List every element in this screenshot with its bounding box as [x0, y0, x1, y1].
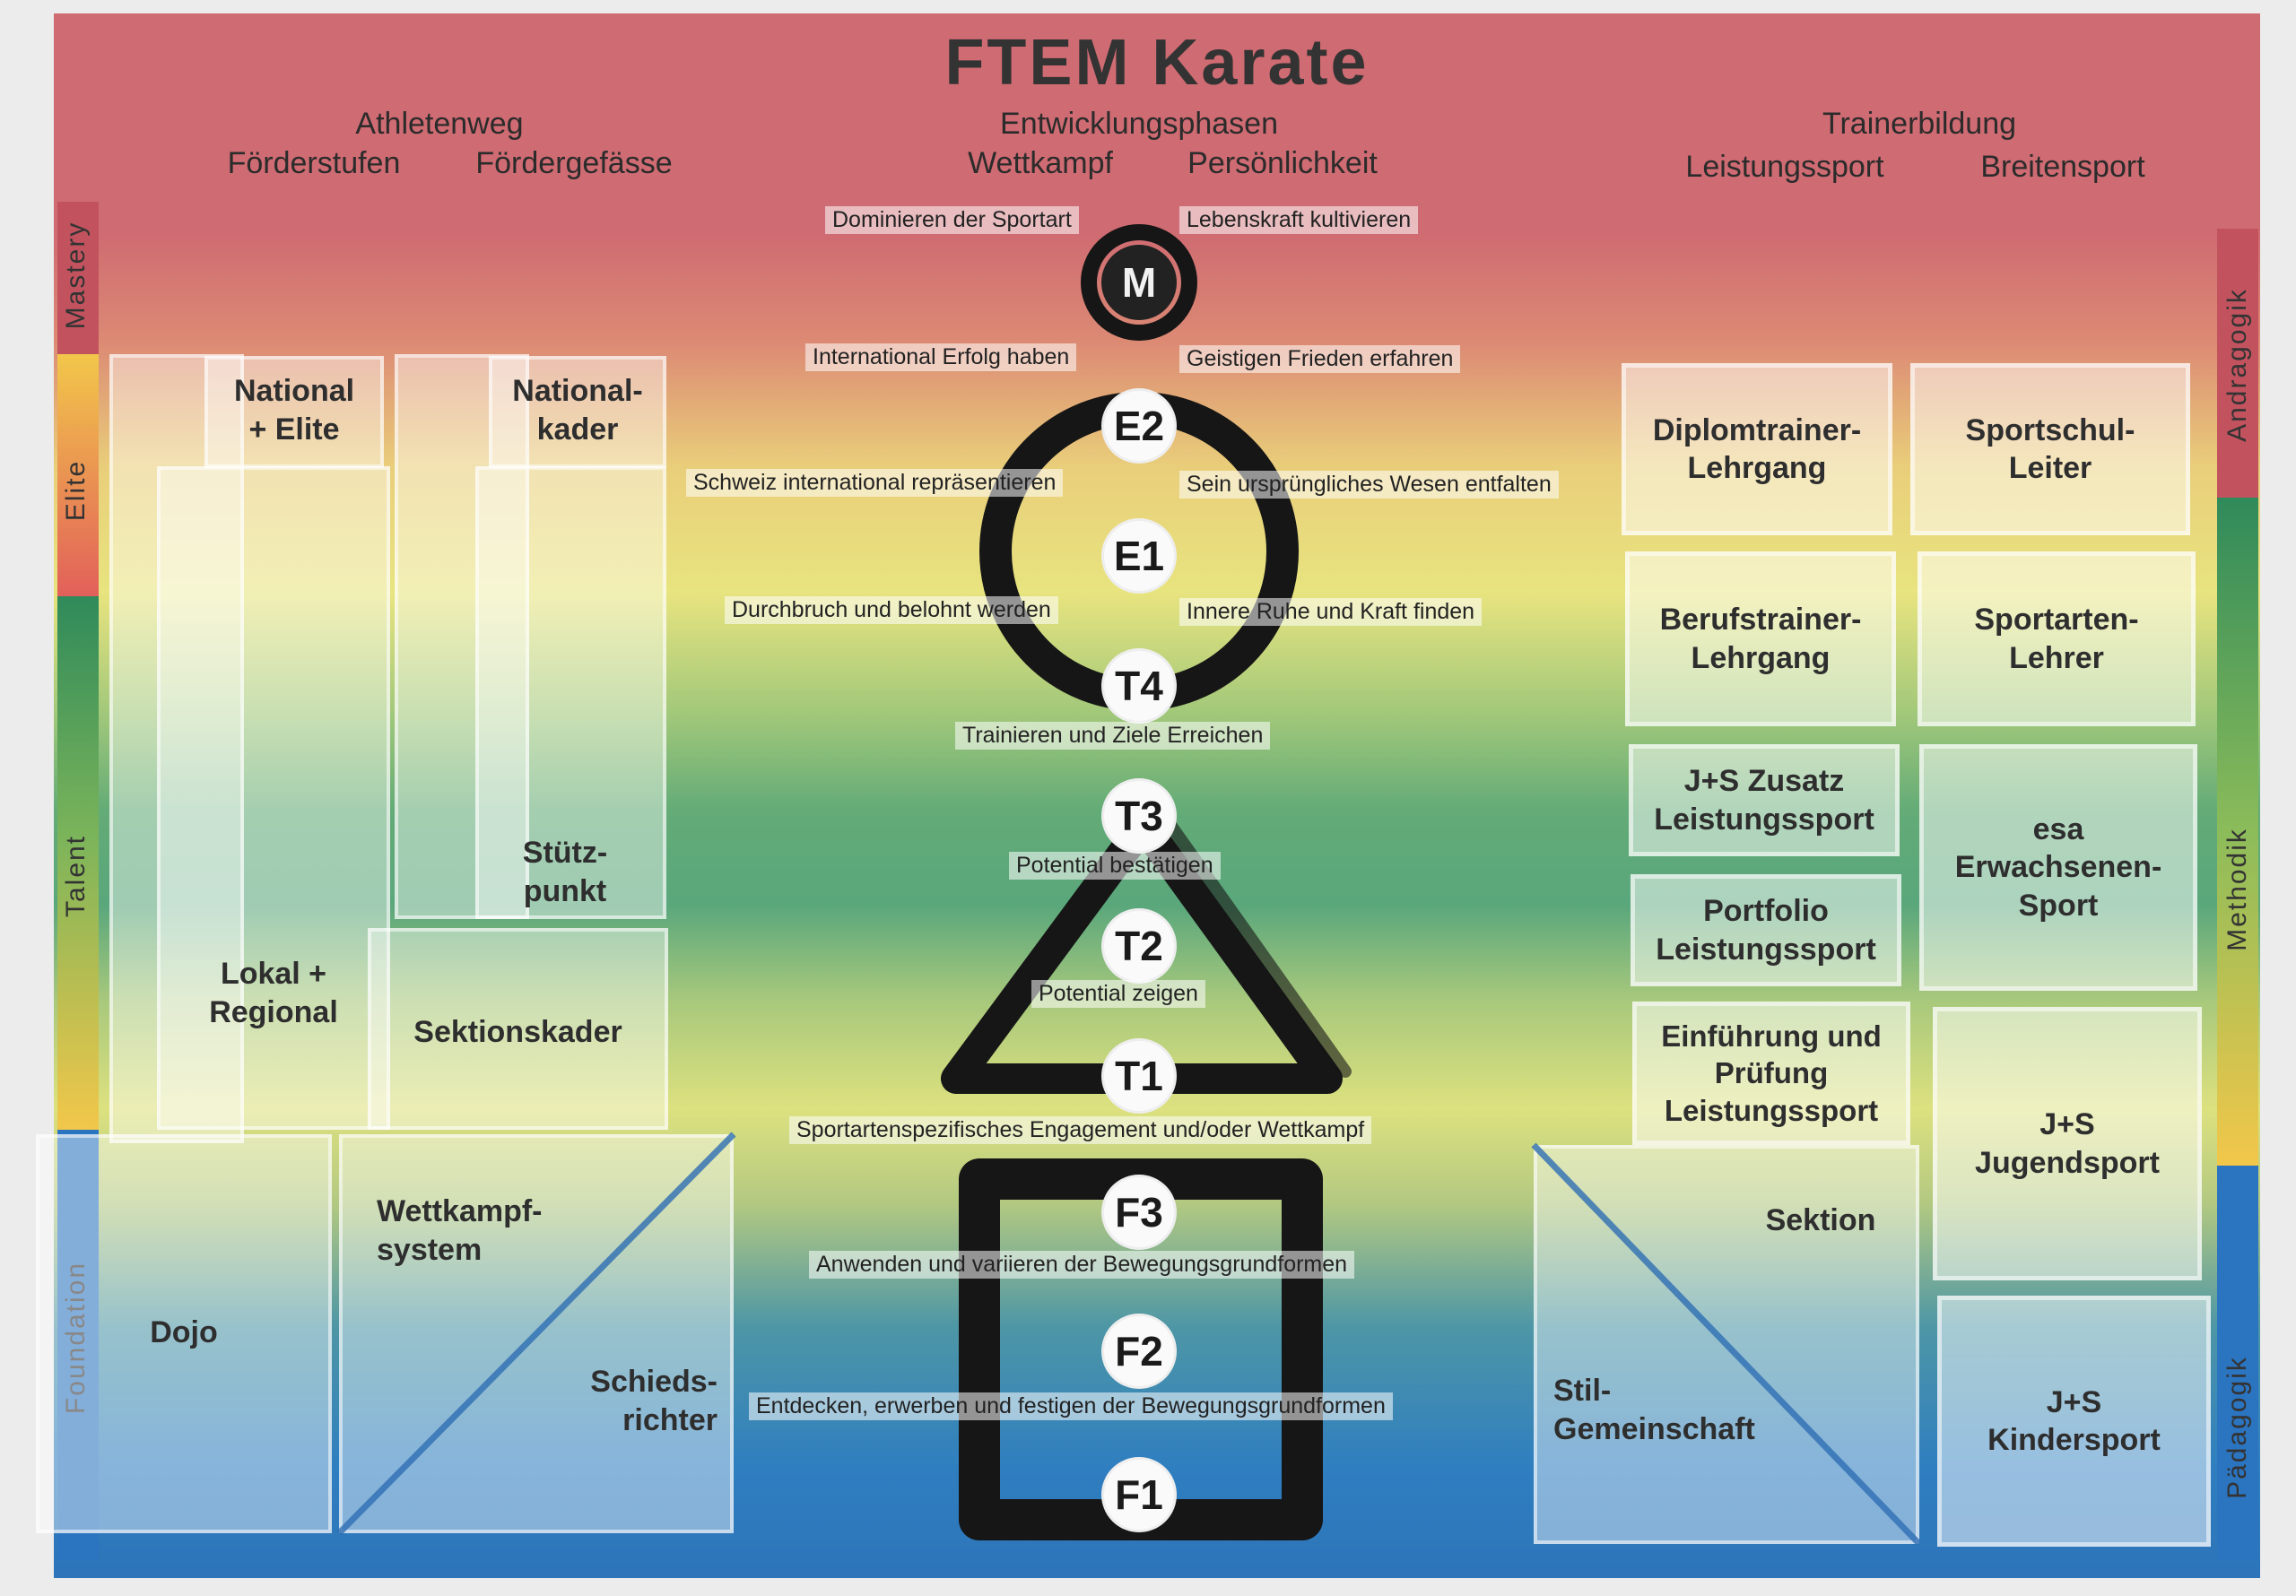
strip-talent: [57, 596, 99, 1130]
header-athletenweg: Athletenweg: [355, 107, 524, 141]
panel-dojo: [36, 1134, 332, 1533]
panel-left-outer-2: [395, 354, 529, 919]
node-f1: F1: [1101, 1457, 1177, 1532]
header-entwicklungsphasen: Entwicklungsphasen: [1000, 107, 1278, 141]
mastery-circle: [1081, 224, 1197, 341]
header-foerdergefaesse: Fördergefässe: [475, 146, 673, 180]
box-js-zusatz: J+S Zusatz Leistungssport: [1629, 744, 1900, 856]
label-sektion: Sektion: [1765, 1203, 1876, 1237]
box-berufstrainer: Berufstrainer- Lehrgang: [1625, 551, 1896, 726]
caption-m-left: Dominieren der Sportart: [825, 206, 1079, 234]
node-t1: T1: [1101, 1038, 1177, 1114]
label-lokal-regional: Lokal + Regional: [209, 957, 338, 1029]
caption-f3-f2: Anwenden und variieren der Bewegungsgrun…: [809, 1251, 1355, 1279]
caption-f2-f1: Entdecken, erwerben und festigen der Bew…: [749, 1392, 1393, 1420]
label-nationalkader: National- kader: [512, 374, 643, 447]
strip-foundation: [57, 1130, 99, 1560]
page-title: FTEM Karate: [944, 27, 1370, 99]
box-diplomtrainer: Diplomtrainer- Lehrgang: [1622, 363, 1892, 535]
header-foerderstufen: Förderstufen: [227, 146, 401, 180]
box-sportschulleiter: Sportschul- Leiter: [1910, 363, 2190, 535]
caption-e1-left: Schweiz international repräsentieren: [686, 469, 1064, 497]
caption-e2-left: International Erfolg haben: [805, 343, 1077, 371]
box-esa: esa Erwachsenen- Sport: [1919, 744, 2197, 991]
panel-sektionskader: [368, 928, 668, 1130]
label-sektionskader: Sektionskader: [413, 1015, 622, 1049]
caption-t4-left: Durchbruch und belohnt werden: [725, 596, 1058, 624]
node-f2: F2: [1101, 1314, 1177, 1389]
strip-elite: [57, 354, 99, 596]
header-leistungssport: Leistungssport: [1685, 150, 1884, 184]
ftem-poster: FTEM Karate Athletenweg Förderstufen För…: [36, 13, 2260, 1578]
label-dojo: Dojo: [150, 1315, 218, 1349]
caption-e2-right: Geistigen Frieden erfahren: [1179, 345, 1461, 373]
header-trainerbildung: Trainerbildung: [1822, 107, 2017, 141]
node-f3: F3: [1101, 1175, 1177, 1250]
label-national-elite: National + Elite: [233, 374, 355, 447]
header-wettkampf: Wettkampf: [968, 146, 1113, 180]
caption-t4-right: Innere Ruhe und Kraft finden: [1179, 598, 1483, 626]
box-portfolio: Portfolio Leistungssport: [1631, 874, 1901, 986]
caption-t4-t3: Trainieren und Ziele Erreichen: [955, 722, 1271, 750]
node-m: M: [1101, 245, 1177, 320]
right-diagonal: [1531, 1142, 1922, 1547]
box-sportartenlehrer: Sportarten- Lehrer: [1918, 551, 2196, 726]
label-stuetzpunkt: Stütz- punkt: [522, 836, 608, 908]
box-js-kindersport: J+S Kindersport: [1937, 1296, 2211, 1547]
caption-t2-t1: Potential zeigen: [1031, 980, 1205, 1008]
header-persoenlichkeit: Persönlichkeit: [1187, 146, 1378, 180]
node-e2: E2: [1101, 388, 1177, 464]
caption-e1-right: Sein ursprüngliches Wesen entfalten: [1179, 471, 1559, 499]
strip-mastery: [57, 202, 99, 354]
panel-stuetzpunkt: [475, 466, 666, 919]
node-e1: E1: [1101, 518, 1177, 594]
header-breitensport: Breitensport: [1980, 150, 2145, 184]
label-wettkampfsystem: Wettkampf- system: [377, 1194, 543, 1267]
caption-m-right: Lebenskraft kultivieren: [1179, 206, 1419, 234]
box-einfuehrung: Einführung und Prüfung Leistungssport: [1632, 1002, 1910, 1145]
label-schiedsrichter: Schieds- richter: [590, 1365, 718, 1437]
panel-lokal-regional: [157, 466, 390, 1130]
caption-t1-f3: Sportartenspezifisches Engagement und/od…: [789, 1116, 1372, 1144]
left-diagonal: [336, 1132, 736, 1536]
node-t2: T2: [1101, 908, 1177, 984]
node-t3: T3: [1101, 778, 1177, 854]
node-t4: T4: [1101, 648, 1177, 724]
caption-t3-t2: Potential bestätigen: [1009, 852, 1221, 880]
panel-national-elite: [204, 356, 384, 468]
label-stilgemeinschaft: Stil- Gemeinschaft: [1553, 1374, 1755, 1446]
strip-methodik: [2217, 498, 2258, 1166]
box-js-jugendsport: J+S Jugendsport: [1933, 1007, 2202, 1280]
strip-paedagogik: [2217, 1166, 2258, 1560]
strip-andragogik: [2217, 229, 2258, 498]
panel-left-outer-1: [109, 354, 244, 1143]
